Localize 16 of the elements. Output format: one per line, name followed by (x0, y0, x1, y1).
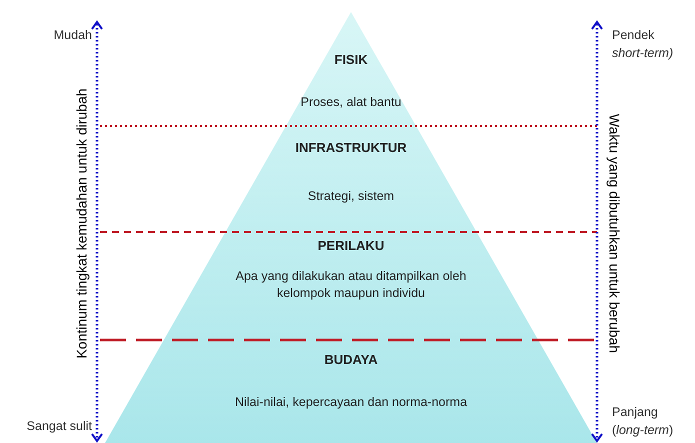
layer-description: Proses, alat bantu (300, 94, 402, 112)
layer-description: Apa yang dilakukan atau ditampilkan oleh kelompok maupun individu (234, 268, 468, 302)
layer-description: Nilai-nilai, kepercayaan dan norma-norma (234, 394, 468, 412)
axis-end-label: Panjang (612, 404, 659, 421)
layer-heading: PERILAKU (316, 238, 386, 254)
axis-end-label: Sangat sulit (26, 418, 92, 435)
axis-end-label: Pendek (612, 27, 656, 44)
axis-end-label: (long-term) (612, 422, 674, 439)
layer-description: Strategi, sistem (306, 188, 396, 206)
layer-heading: INFRASTRUKTUR (294, 140, 408, 156)
layer-heading: FISIK (333, 52, 369, 68)
axis-label: Waktu yang dibutuhkan untuk berubah (606, 112, 624, 356)
layer-heading: BUDAYA (323, 352, 379, 368)
axis-label: Kontinum tingkat kemudahan untuk dirubah (72, 87, 90, 361)
axis-end-label: short-term) (612, 45, 674, 62)
axis-end-label: Mudah (52, 27, 92, 44)
